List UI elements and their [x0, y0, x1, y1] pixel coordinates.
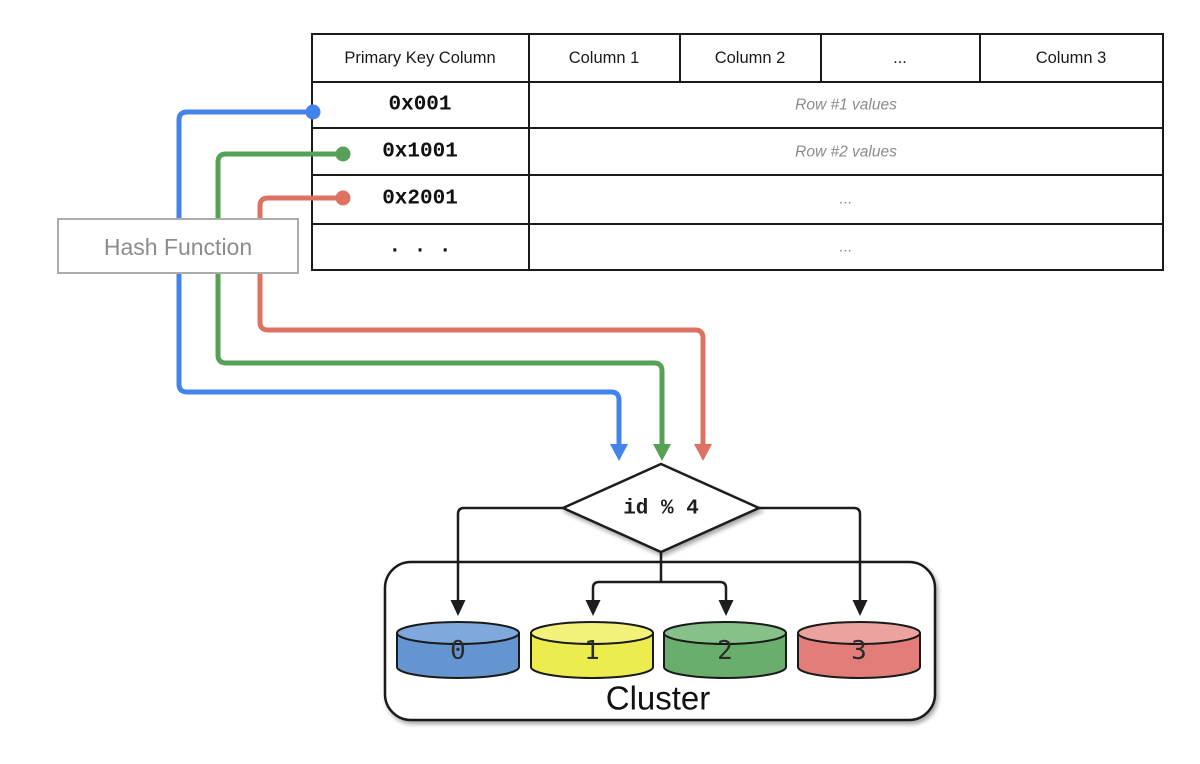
hash-mod-label: id % 4	[623, 498, 699, 521]
table-header-column-3: Column 3	[1036, 49, 1107, 67]
connector-dot	[305, 104, 321, 120]
row-connector-red	[257, 190, 712, 461]
hash-function-frame	[57, 218, 299, 274]
row-2-values: Row #2 values	[795, 144, 897, 161]
cylinder-body	[797, 632, 921, 679]
connector-dot	[335, 190, 351, 206]
cylinder-top	[396, 621, 520, 645]
row-1-values: Row #1 values	[795, 97, 897, 114]
hash-function-box: Hash Function	[57, 218, 299, 274]
decision-diamond	[559, 462, 763, 554]
arrow-down-icon	[852, 600, 868, 616]
row-3-values: ...	[840, 191, 853, 208]
row-4-values: ...	[840, 239, 853, 256]
row-connector-green	[215, 146, 671, 461]
cluster-label: Cluster	[606, 680, 711, 717]
table-border	[311, 33, 1164, 271]
shard-cylinder-1: 1	[530, 621, 654, 679]
table-header-ellipsis: ...	[893, 49, 907, 67]
row-1-primary-key: 0x001	[388, 94, 451, 117]
arrow-down-icon	[585, 600, 601, 616]
shard-2-label: 2	[717, 636, 733, 666]
connector-line	[176, 109, 622, 449]
flow-arrows	[450, 506, 868, 616]
arrow-down-icon	[694, 444, 712, 461]
connector-line	[257, 195, 706, 449]
connector-dot	[335, 146, 351, 162]
row-4-primary-key: . . .	[388, 236, 451, 259]
row-3-primary-key: 0x2001	[382, 188, 458, 211]
flow-line-to-shard-0	[456, 506, 563, 601]
table-header-column-1: Column 1	[569, 49, 640, 67]
cylinder-body	[396, 632, 520, 679]
arrow-down-icon	[450, 600, 466, 616]
table: Primary Key Column Column 1 Column 2 ...…	[311, 33, 1164, 271]
connector-line	[215, 151, 665, 449]
table-header-column-2: Column 2	[715, 49, 786, 67]
arrow-down-icon	[653, 444, 671, 461]
shard-1-label: 1	[584, 636, 600, 666]
cylinder-top	[797, 621, 921, 645]
cylinder-top	[663, 621, 787, 645]
arrow-down-icon	[610, 444, 628, 461]
row-connector-blue	[176, 104, 628, 461]
flow-branch-shards-1-2	[591, 580, 728, 601]
shard-cylinder-2: 2	[663, 621, 787, 679]
shard-3-label: 3	[851, 636, 867, 666]
arrow-down-icon	[718, 600, 734, 616]
shard-cylinder-0: 0	[396, 621, 520, 679]
hash-function-label: Hash Function	[104, 234, 252, 260]
cylinder-body	[663, 632, 787, 679]
cylinder-top	[530, 621, 654, 645]
hash-mod-node: id % 4	[559, 462, 763, 554]
row-2-primary-key: 0x1001	[382, 141, 458, 164]
shard-0-label: 0	[450, 636, 466, 666]
flow-line-to-shard-3	[759, 506, 862, 601]
shard-cylinder-3: 3	[797, 621, 921, 679]
table-header-primary-key: Primary Key Column	[344, 49, 495, 67]
cylinder-body	[530, 632, 654, 679]
